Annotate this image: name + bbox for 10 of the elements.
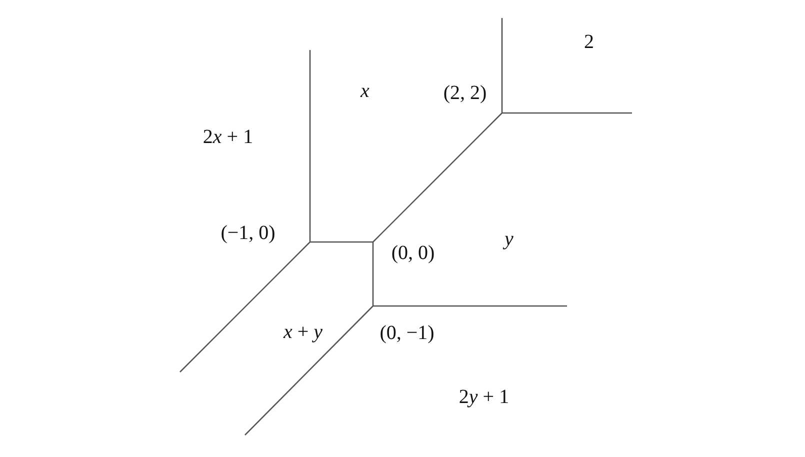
vertex-label: (−1, 0) bbox=[220, 223, 276, 243]
region-label: x + y bbox=[283, 322, 323, 342]
vertex-label: (0, −1) bbox=[380, 323, 434, 343]
vertex-label: (0, 0) bbox=[391, 243, 435, 263]
region-label: 2 bbox=[584, 32, 594, 52]
region-label: 2x + 1 bbox=[202, 127, 254, 147]
region-label: 2y + 1 bbox=[458, 387, 510, 407]
region-label: x bbox=[360, 81, 370, 101]
vertex-label: (2, 2) bbox=[443, 83, 487, 103]
region-label: y bbox=[504, 229, 514, 249]
